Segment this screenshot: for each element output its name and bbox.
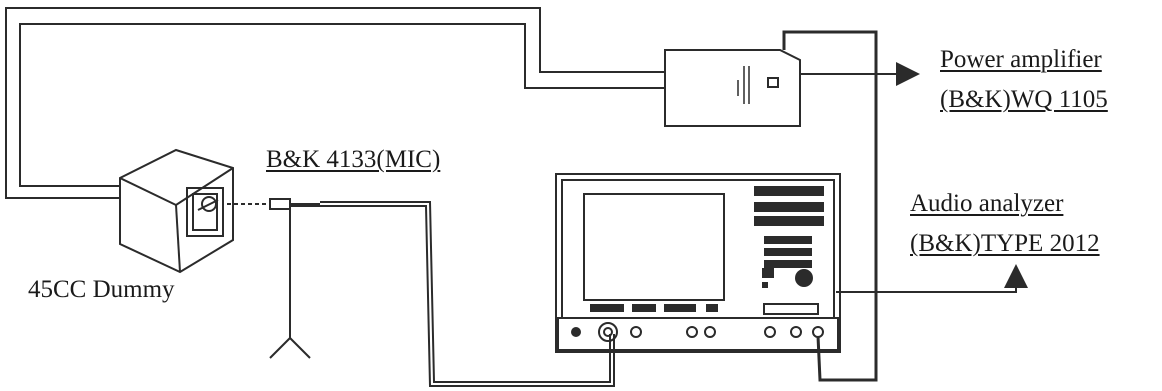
power-amplifier-device (664, 49, 801, 127)
microphone (269, 198, 320, 359)
audio-analyzer-model-label: (B&K)TYPE 2012 (910, 230, 1100, 257)
microphone-label: B&K 4133(MIC) (266, 146, 441, 173)
analyzer-to-amplifier-cable (782, 30, 878, 382)
audio-analyzer-device (555, 173, 841, 353)
amplifier-to-dummy-cable (5, 7, 665, 199)
analyzer-output-arrow (836, 264, 1028, 293)
mic-to-analyzer-cable (320, 201, 615, 387)
power-amplifier-model-label: (B&K)WQ 1105 (940, 86, 1108, 113)
dummy-cabinet (119, 148, 234, 274)
dummy-label: 45CC Dummy (28, 276, 175, 303)
power-amplifier-label: Power amplifier (940, 46, 1102, 73)
audio-analyzer-label: Audio analyzer (910, 190, 1064, 217)
